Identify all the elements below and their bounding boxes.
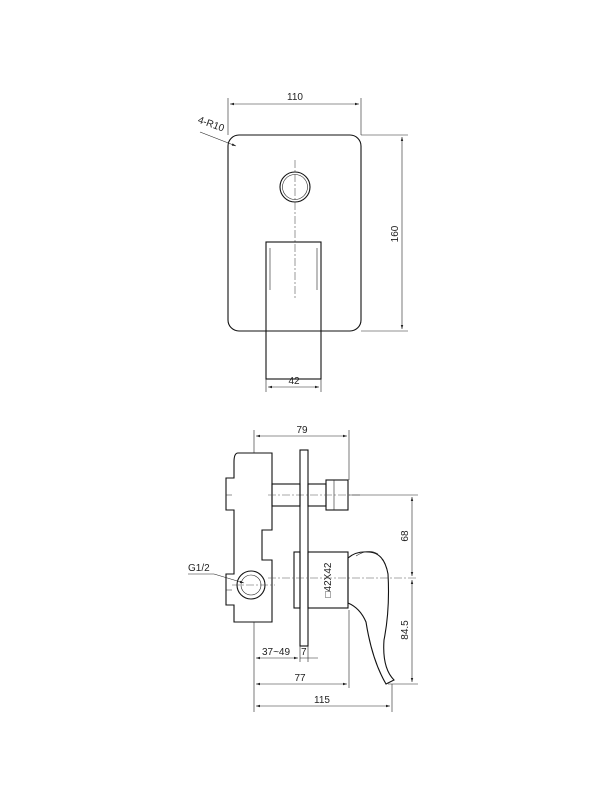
dim-height: 160	[390, 225, 401, 242]
dim-upper-offset: 68	[400, 530, 411, 542]
dim-plate: 7	[301, 647, 307, 658]
dim-width: 110	[287, 92, 303, 103]
dim-corner-radius: 4-R10	[196, 115, 226, 135]
wall-plate	[299, 449, 309, 647]
leader-corner	[199, 131, 237, 147]
cover-plate	[227, 134, 362, 332]
lever-handle	[347, 551, 395, 685]
side-view: 79 68 84.5 G1/2 □42X42 37~49 7 77 115	[188, 425, 418, 712]
cartridge-housing	[293, 551, 301, 609]
leader-thread	[213, 573, 245, 584]
valve-body	[225, 452, 273, 623]
dim-lower-offset: 84.5	[400, 620, 411, 640]
dim-install-depth: 37~49	[262, 647, 291, 658]
dim-handle-width: 42	[288, 376, 300, 387]
dim-thread: G1/2	[188, 563, 210, 574]
dim-square: □42X42	[323, 562, 334, 597]
handle-front	[265, 241, 322, 380]
dim-overall: 115	[314, 695, 330, 706]
dim-depth: 79	[296, 425, 308, 436]
dim-handle-reach: 77	[294, 673, 306, 684]
front-view: 110 160 4-R10 42	[196, 92, 408, 392]
